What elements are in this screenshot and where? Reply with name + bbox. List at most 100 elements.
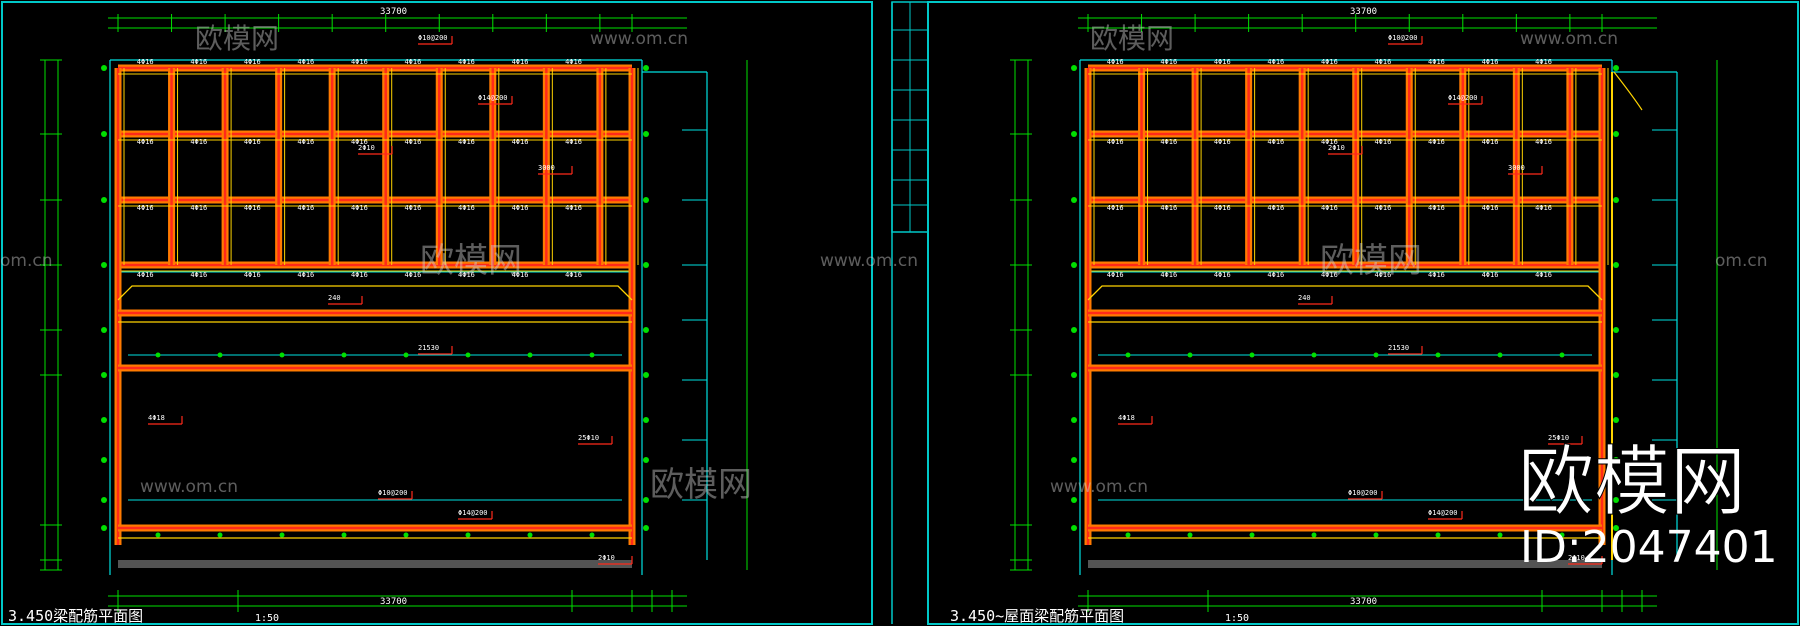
column-marker bbox=[1613, 131, 1619, 137]
beam-label: 4Φ16 bbox=[351, 204, 368, 212]
column-marker bbox=[155, 532, 161, 538]
beam-label: 4Φ16 bbox=[1321, 204, 1338, 212]
right-drawing-title: 3.450~屋面梁配筋平面图 bbox=[950, 607, 1124, 625]
column-marker bbox=[465, 352, 471, 358]
right-beam-plan: 33700 33700 4Φ16 4Φ16 4Φ16 4Φ16 4Φ16 4Φ16 4Φ16 4Φ… bbox=[1010, 7, 1718, 612]
beam-label: 4Φ16 bbox=[190, 138, 207, 146]
column-marker bbox=[101, 65, 107, 71]
column-marker bbox=[1249, 352, 1255, 358]
beam-label: 4Φ16 bbox=[1214, 138, 1231, 146]
rebar-note: 21530 bbox=[418, 344, 439, 352]
watermark-url: www.om.cn bbox=[820, 251, 918, 271]
rebar-note: 240 bbox=[1298, 294, 1311, 302]
beam-label: 4Φ16 bbox=[1267, 138, 1284, 146]
watermark-brand: 欧模网 bbox=[1320, 241, 1422, 281]
dimension-text: 33700 bbox=[380, 597, 407, 607]
beam-label: 4Φ16 bbox=[565, 204, 582, 212]
column-marker bbox=[1125, 352, 1131, 358]
left-beam-plan: 33700 33700 4Φ16 4Φ16 4Φ16 4Φ16 4Φ16 4Φ16 4Φ16 4Φ… bbox=[40, 7, 748, 612]
column-marker bbox=[1613, 457, 1619, 463]
column-marker bbox=[643, 197, 649, 203]
rebar-note: 2Φ10 bbox=[598, 554, 615, 562]
column-marker bbox=[643, 327, 649, 333]
left-drawing-title: 3.450梁配筋平面图 bbox=[8, 607, 143, 625]
arc-line bbox=[1613, 71, 1643, 111]
beam-label: 4Φ16 bbox=[1107, 138, 1124, 146]
column-marker bbox=[527, 352, 533, 358]
watermark-url: www.om.cn bbox=[590, 29, 688, 49]
watermark-brand: 欧模网 bbox=[195, 22, 279, 55]
column-marker bbox=[1311, 532, 1317, 538]
slab-hatch bbox=[1088, 560, 1602, 568]
column-marker bbox=[101, 525, 107, 531]
column-marker bbox=[1497, 532, 1503, 538]
column-marker bbox=[643, 457, 649, 463]
beam-label: 4Φ16 bbox=[1374, 271, 1391, 279]
dimension-text: 33700 bbox=[1350, 7, 1377, 17]
beam-label: 4Φ16 bbox=[297, 58, 314, 66]
column-marker bbox=[1311, 352, 1317, 358]
column-marker bbox=[1249, 532, 1255, 538]
column-marker bbox=[1071, 457, 1077, 463]
beam-label: 4Φ16 bbox=[1374, 58, 1391, 66]
beam-label: 4Φ16 bbox=[1482, 271, 1499, 279]
beam-label: 4Φ16 bbox=[190, 271, 207, 279]
column-marker bbox=[1071, 262, 1077, 268]
right-sheet-frame bbox=[927, 1, 1799, 625]
column-marker bbox=[465, 532, 471, 538]
beam-label: 4Φ16 bbox=[458, 204, 475, 212]
beam-label: 4Φ16 bbox=[404, 271, 421, 279]
rebar-note: Φ10@200 bbox=[1388, 34, 1418, 42]
column-marker bbox=[101, 131, 107, 137]
column-marker bbox=[1071, 417, 1077, 423]
beam-label: 4Φ16 bbox=[1160, 138, 1177, 146]
beam-label: 4Φ16 bbox=[1428, 58, 1445, 66]
beam-label: 4Φ16 bbox=[404, 58, 421, 66]
column-marker bbox=[1071, 525, 1077, 531]
beam-label: 4Φ16 bbox=[565, 58, 582, 66]
beam-label: 4Φ16 bbox=[137, 204, 154, 212]
column-marker bbox=[101, 457, 107, 463]
column-marker bbox=[217, 352, 223, 358]
beam-label: 4Φ16 bbox=[1482, 204, 1499, 212]
beam-label: 4Φ16 bbox=[351, 271, 368, 279]
beam-label: 4Φ16 bbox=[351, 138, 368, 146]
column-marker bbox=[1559, 352, 1565, 358]
column-marker bbox=[101, 197, 107, 203]
column-marker bbox=[101, 417, 107, 423]
beam-label: 4Φ16 bbox=[1107, 58, 1124, 66]
column-marker bbox=[643, 525, 649, 531]
beam-label: 4Φ16 bbox=[1428, 138, 1445, 146]
rebar-note: 240 bbox=[328, 294, 341, 302]
beam-label: 4Φ16 bbox=[1214, 271, 1231, 279]
column-marker bbox=[341, 532, 347, 538]
column-marker bbox=[403, 532, 409, 538]
beam-label: 4Φ16 bbox=[1267, 271, 1284, 279]
column-marker bbox=[643, 65, 649, 71]
beam-label: 4Φ16 bbox=[137, 58, 154, 66]
beam-label: 4Φ16 bbox=[1321, 271, 1338, 279]
watermark-brand-large: 欧模网 bbox=[1518, 437, 1746, 526]
beam-label: 4Φ16 bbox=[404, 204, 421, 212]
column-marker bbox=[643, 262, 649, 268]
rebar-note: 3000 bbox=[1508, 164, 1525, 172]
rebar-note: Φ10@200 bbox=[1348, 489, 1378, 497]
column-marker bbox=[341, 352, 347, 358]
beam-label: 4Φ16 bbox=[1482, 58, 1499, 66]
column-marker bbox=[1613, 497, 1619, 503]
dimension-text: 33700 bbox=[1350, 597, 1377, 607]
column-marker bbox=[1187, 532, 1193, 538]
column-marker bbox=[1613, 417, 1619, 423]
column-marker bbox=[279, 352, 285, 358]
beam-label: 4Φ16 bbox=[512, 271, 529, 279]
right-drawing-scale: 1:50 bbox=[1225, 613, 1249, 624]
column-marker bbox=[1071, 327, 1077, 333]
beam-label: 4Φ16 bbox=[297, 204, 314, 212]
watermark-id: ID:2047401 bbox=[1520, 522, 1778, 573]
watermark-url: www.om.cn bbox=[1050, 477, 1148, 497]
beam-label: 4Φ16 bbox=[1321, 138, 1338, 146]
dimension-text: 33700 bbox=[380, 7, 407, 17]
beam-label: 4Φ16 bbox=[1535, 271, 1552, 279]
rebar-note: Φ10@200 bbox=[378, 489, 408, 497]
column-marker bbox=[643, 417, 649, 423]
